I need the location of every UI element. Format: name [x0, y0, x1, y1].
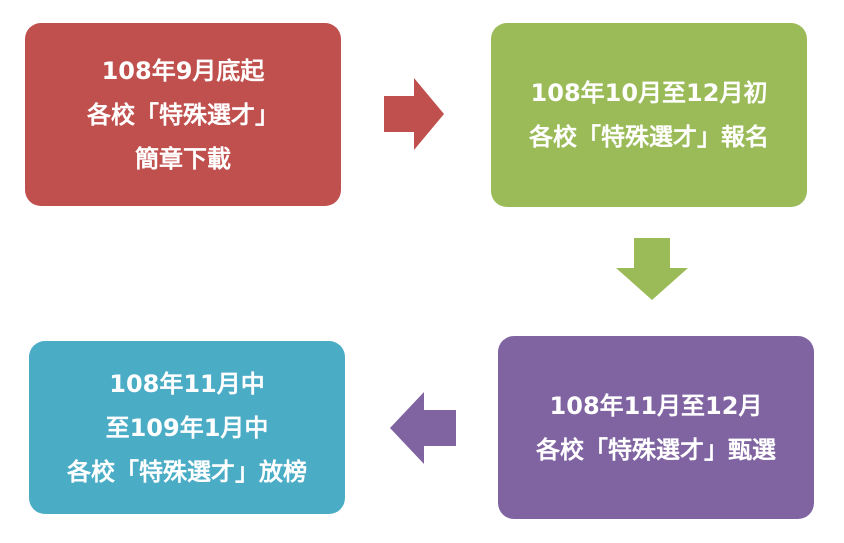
arrow-left-shape [390, 392, 456, 464]
step-4-box: 108年11月中 至109年1月中 各校「特殊選才」放榜 [29, 341, 345, 514]
arrow-down-icon [616, 238, 688, 300]
arrow-right-shape [384, 78, 444, 150]
step-4-line-2: 至109年1月中 [105, 413, 269, 442]
step-2-line-1: 108年10月至12月初 [530, 79, 768, 107]
arrow-right-icon [384, 78, 444, 150]
step-2-box: 108年10月至12月初 各校「特殊選才」報名 [491, 23, 807, 207]
step-2-line-2: 各校「特殊選才」報名 [529, 123, 769, 151]
step-1-line-3: 簡章下載 [135, 144, 231, 173]
step-1-box: 108年9月底起 各校「特殊選才」 簡章下載 [25, 23, 341, 206]
arrow-left-icon [390, 392, 456, 464]
step-3-line-2: 各校「特殊選才」甄選 [536, 435, 776, 464]
step-4-line-3: 各校「特殊選才」放榜 [67, 457, 307, 486]
step-4-line-1: 108年11月中 [109, 369, 265, 398]
step-3-box: 108年11月至12月 各校「特殊選才」甄選 [498, 336, 814, 519]
arrow-down-shape [616, 238, 688, 300]
step-1-line-2: 各校「特殊選才」 [87, 100, 279, 129]
step-1-line-1: 108年9月底起 [101, 56, 265, 85]
step-3-line-1: 108年11月至12月 [549, 391, 763, 420]
